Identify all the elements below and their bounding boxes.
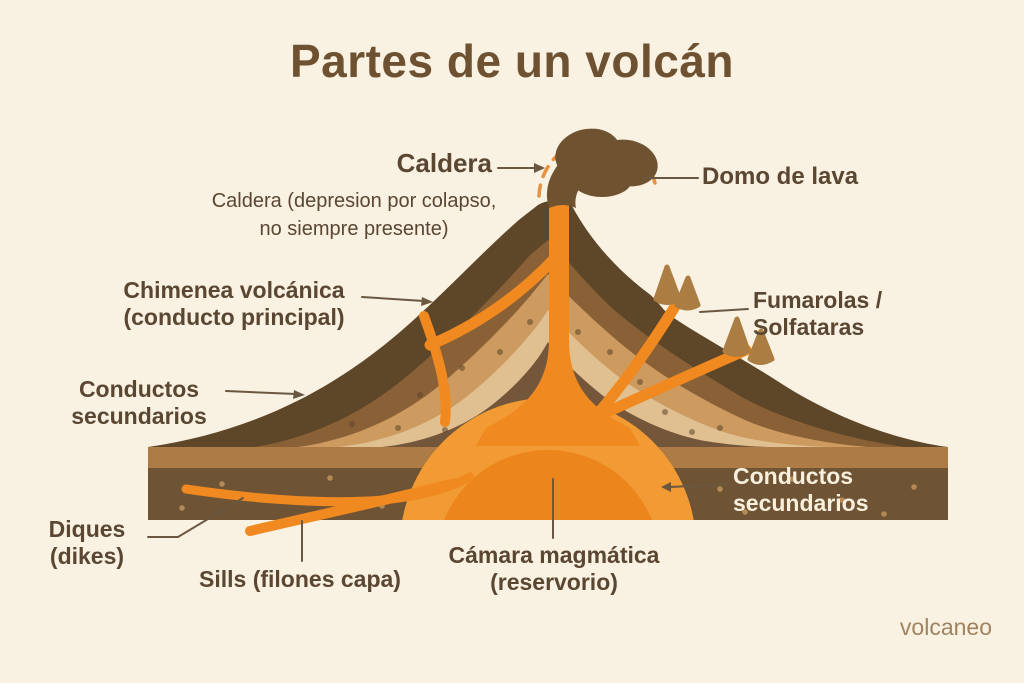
strata-layer-4 xyxy=(338,310,828,447)
arrowhead xyxy=(534,163,545,173)
label-caldera: Caldera xyxy=(396,148,492,178)
label-domo-de-lava: Domo de lava xyxy=(702,163,859,190)
leader-lines xyxy=(147,167,749,562)
arrowhead xyxy=(293,390,305,399)
chimenea-leader xyxy=(361,296,425,302)
conductos-right-leader xyxy=(669,483,729,488)
magma-chamber-core xyxy=(444,450,652,520)
secondary-conduit-left xyxy=(424,254,559,351)
interior-speckles xyxy=(349,309,723,435)
fumarolas-leader xyxy=(699,308,749,313)
label-diques: Diques (dikes) xyxy=(48,516,126,569)
secondary-conduit-right-lower xyxy=(584,344,752,426)
watermark-logo: volcaneo xyxy=(899,614,992,640)
diques-leader xyxy=(147,497,244,538)
fumarole-cones xyxy=(653,264,775,365)
page-title: Partes de un volcán xyxy=(289,35,735,87)
label-sills: Sills (filones capa) xyxy=(199,566,401,592)
arrowhead xyxy=(661,482,671,492)
dike-cross-left xyxy=(419,311,451,427)
label-camara-magmatica: Cámara magmática (reservorio) xyxy=(448,542,660,595)
smoke-plume xyxy=(546,128,658,208)
fumarole-cone xyxy=(674,275,701,311)
label-conductos-secundarios-right: Conductos secundarios xyxy=(733,463,869,516)
secondary-conduit-right-upper xyxy=(595,294,685,416)
fumarole-cone xyxy=(653,264,682,305)
arrowhead xyxy=(421,297,433,306)
label-caldera-note: Caldera (depresion por colapso, no siemp… xyxy=(211,190,497,240)
conductos-left-leader xyxy=(225,390,297,395)
fumarole-cone xyxy=(747,328,775,365)
leader-arrowheads xyxy=(293,163,671,492)
label-chimenea-volcanica: Chimenea volcánica (conducto principal) xyxy=(123,277,345,330)
label-fumarolas-solfataras: Fumarolas / Solfataras xyxy=(753,287,883,340)
fumarole-cone xyxy=(722,316,751,357)
dike-line xyxy=(245,478,460,536)
main-conduit xyxy=(476,203,640,446)
magma-conduits xyxy=(181,254,752,536)
label-conductos-secundarios-left: Conductos secundarios xyxy=(71,376,207,429)
